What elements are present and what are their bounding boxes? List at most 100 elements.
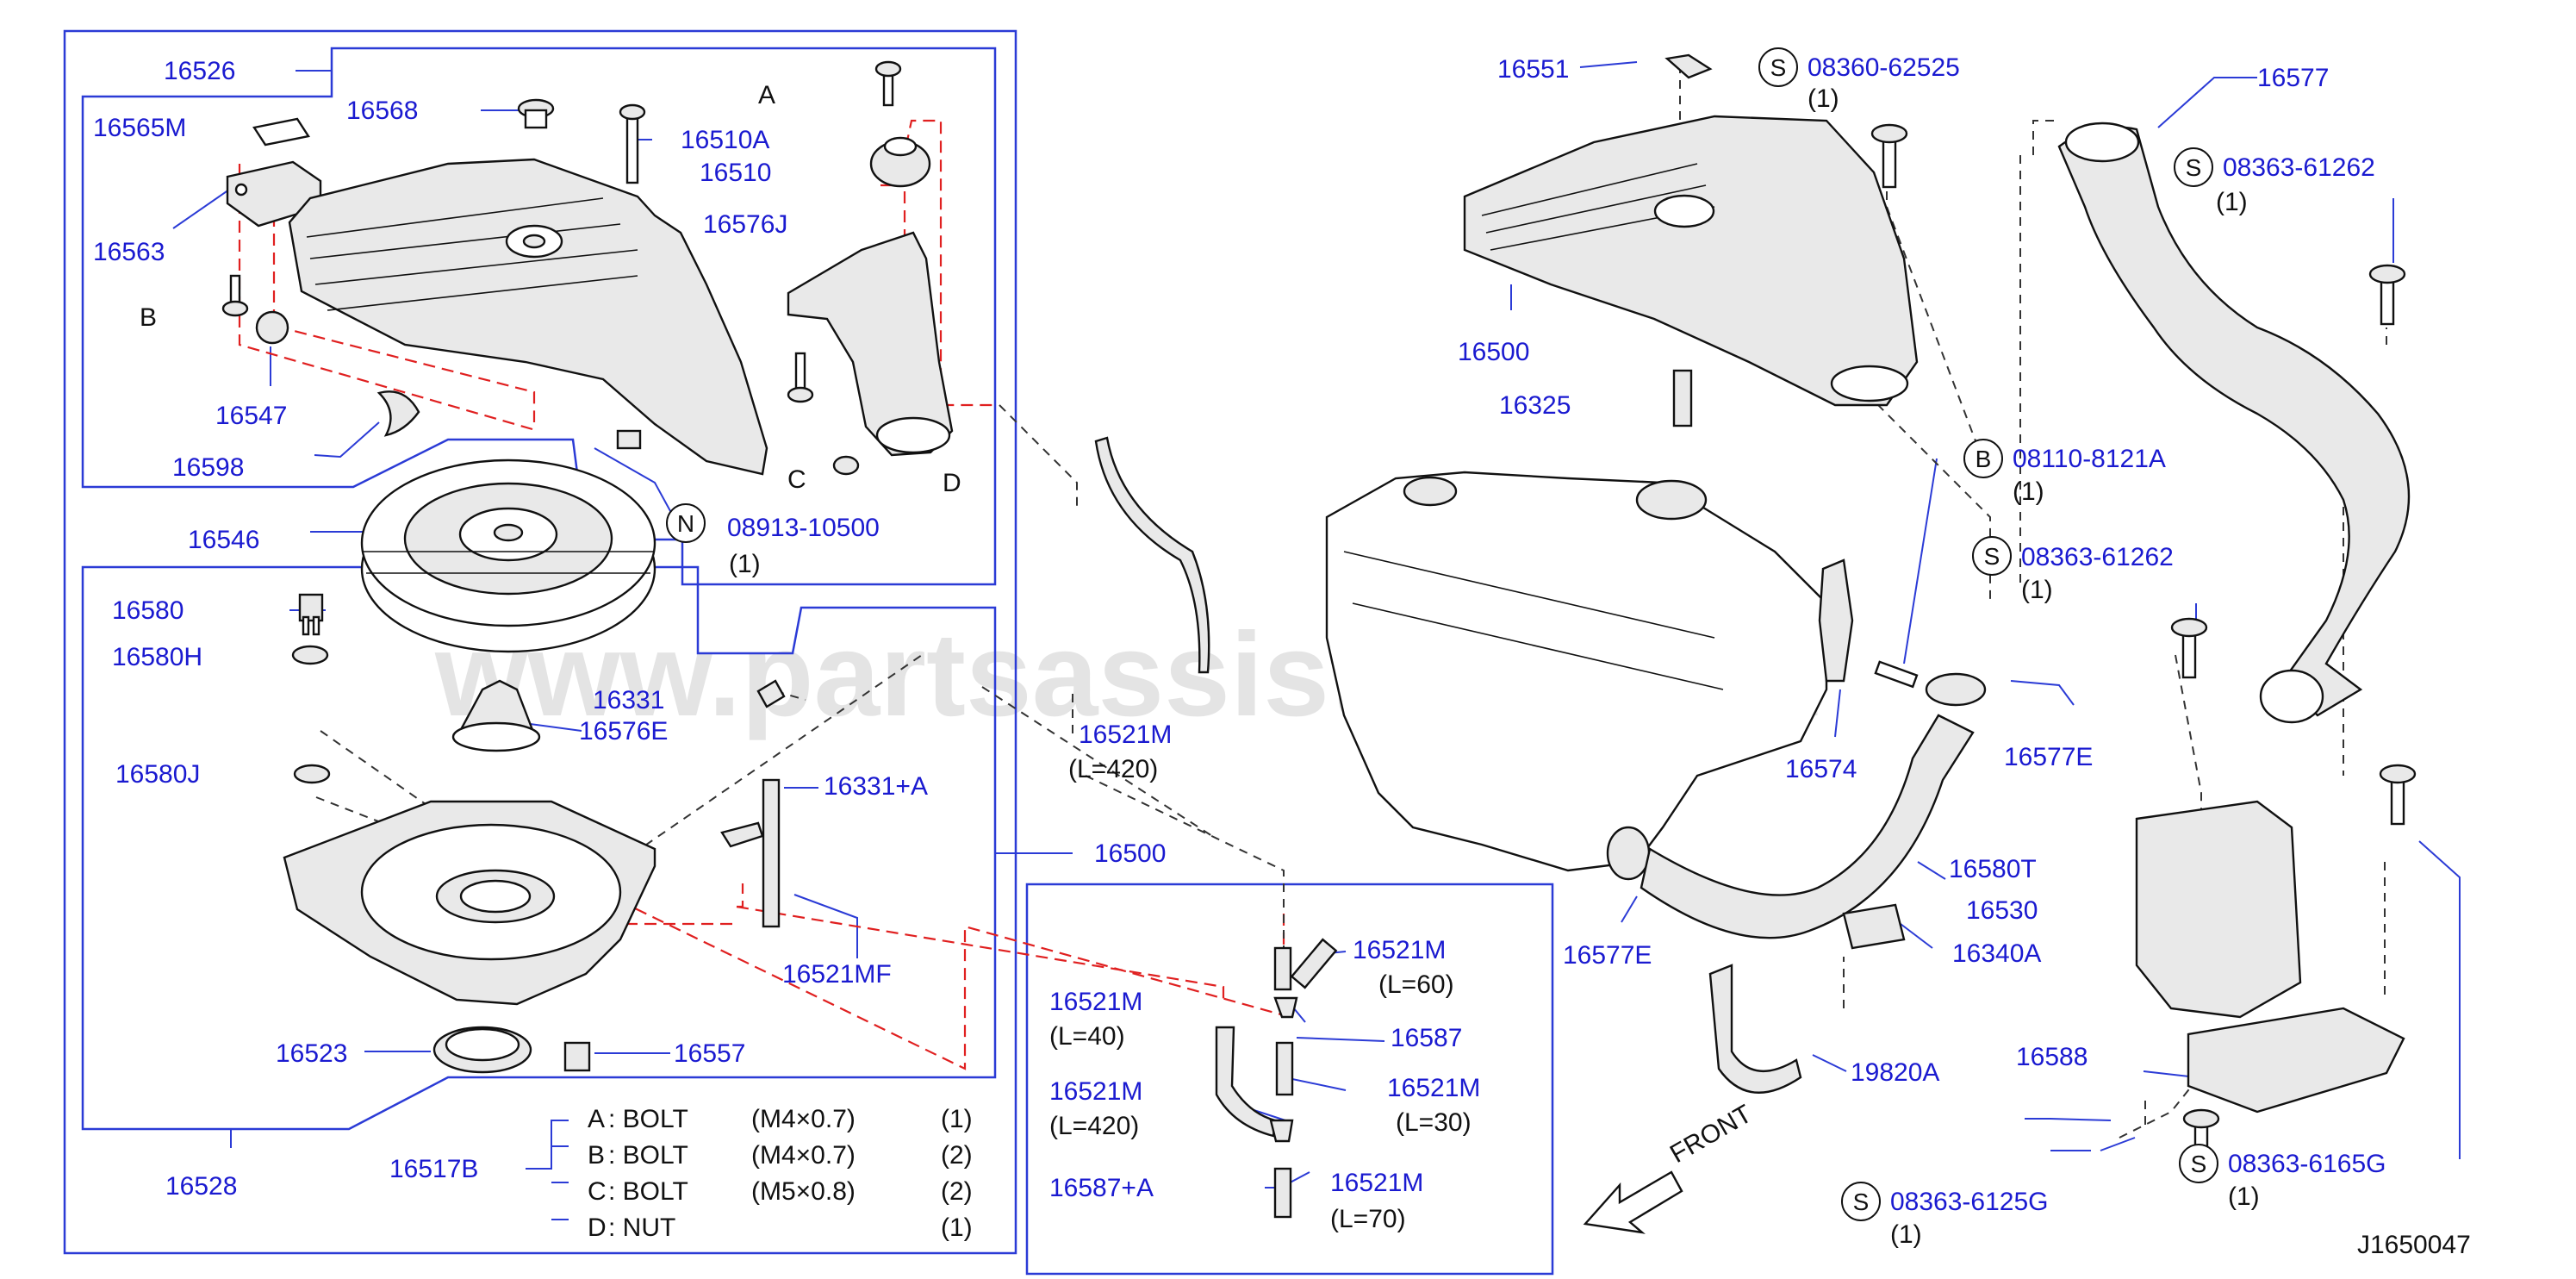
sensor-16325 xyxy=(1672,369,1693,427)
hose-16521MF xyxy=(762,778,781,928)
label-16517B: 16517B xyxy=(389,1155,478,1183)
label-16331A: 16331+A xyxy=(824,772,928,801)
label-16577: 16577 xyxy=(2257,64,2329,92)
filter-16546 xyxy=(360,459,656,653)
svg-text:: NUT: : NUT xyxy=(608,1213,675,1242)
circle-s-08363-b: S xyxy=(1984,543,2000,570)
bracket-16574 xyxy=(1818,558,1854,683)
hose-l30 xyxy=(1275,1041,1294,1096)
label-letter-a: A xyxy=(758,81,775,109)
grommet-16557 xyxy=(563,1041,591,1072)
hose-subassembly-parts xyxy=(1094,436,1338,1219)
fastener-legend: A : BOLT (M4×0.7) (1) B : BOLT (M4×0.7) … xyxy=(588,1105,973,1242)
label-16340A: 16340A xyxy=(1952,939,2041,968)
label-16526: 16526 xyxy=(164,57,235,85)
bolt-08110 xyxy=(1874,660,1919,689)
cover-upper xyxy=(288,158,768,476)
label-16576J: 16576J xyxy=(703,210,787,239)
label-16331: 16331 xyxy=(593,686,664,714)
svg-text:B: B xyxy=(588,1141,605,1170)
circle-s-08363-a: S xyxy=(2186,154,2202,181)
circle-b-08110: B xyxy=(1976,446,1992,472)
label-16563: 16563 xyxy=(93,238,165,266)
legend-row-d: D : NUT (1) xyxy=(588,1213,973,1242)
legend-row-a: A : BOLT (M4×0.7) (1) xyxy=(588,1105,973,1133)
seal-16580H xyxy=(291,645,329,665)
upper-assembly-parts xyxy=(221,60,954,476)
label-sub-16521M-60: 16521M xyxy=(1353,936,1446,964)
duct-16576J xyxy=(787,231,954,457)
label-sub-16521M-420: 16521M xyxy=(1049,1077,1142,1106)
pad-16565M xyxy=(252,117,310,147)
frames xyxy=(63,29,1554,1276)
label-sub-16521M-30-len: (L=30) xyxy=(1396,1108,1472,1137)
svg-text:: BOLT: : BOLT xyxy=(608,1177,688,1206)
circled-letters: S S B S S S N xyxy=(666,47,2218,1221)
label-sub-16521M-40: 16521M xyxy=(1049,988,1142,1016)
hose-16530 xyxy=(1640,714,1975,939)
joint-16587 xyxy=(1273,996,1298,1019)
label-08110: 08110-8121A xyxy=(2013,445,2166,473)
label-08363-61262-b-qty: (1) xyxy=(2021,576,2053,604)
label-sub-16521M-30: 16521M xyxy=(1387,1074,1480,1102)
clip-16331 xyxy=(756,679,786,708)
grommet-16547 xyxy=(255,310,289,345)
label-16325: 16325 xyxy=(1499,391,1571,420)
bracket-19820A xyxy=(1708,964,1802,1094)
nut-d xyxy=(832,455,860,476)
label-16580H: 16580H xyxy=(112,643,202,671)
label-16547: 16547 xyxy=(215,402,287,430)
circle-s-08360: S xyxy=(1770,54,1787,81)
label-08913-qty: (1) xyxy=(729,550,761,578)
screw-16510A xyxy=(625,110,639,184)
label-16580T: 16580T xyxy=(1949,855,2037,883)
label-sub-16587: 16587 xyxy=(1391,1024,1462,1052)
joint-16587A xyxy=(1269,1119,1294,1143)
label-08363-6125G-qty: (1) xyxy=(1890,1220,1922,1249)
air-cleaner-16500 xyxy=(1463,115,1919,407)
clamp-16577E-l xyxy=(1606,826,1651,881)
label-08363-6165G: 08363-6165G xyxy=(2228,1150,2386,1178)
label-16528: 16528 xyxy=(165,1172,237,1201)
clip-16598 xyxy=(376,390,420,437)
label-08363-6125G: 08363-6125G xyxy=(1890,1188,2049,1216)
svg-text:A: A xyxy=(588,1105,605,1133)
label-16500-b: 16500 xyxy=(1094,839,1166,868)
clamp-16331A xyxy=(720,821,764,848)
hose-l40 xyxy=(1273,946,1292,991)
svg-text:D: D xyxy=(588,1213,607,1242)
label-16551: 16551 xyxy=(1497,55,1569,84)
label-sub-16587A: 16587+A xyxy=(1049,1174,1154,1202)
bracket-16588 xyxy=(2187,1007,2405,1114)
label-08913: 08913-10500 xyxy=(727,514,880,542)
outer-frame xyxy=(63,29,1017,1255)
svg-text:: BOLT: : BOLT xyxy=(608,1105,688,1133)
label-sub-16521M-70-len: (L=70) xyxy=(1330,1205,1406,1233)
label-front: FRONT xyxy=(1665,1100,1757,1169)
duct-16577 xyxy=(2057,126,2411,717)
label-16523: 16523 xyxy=(276,1039,347,1068)
nut-08913 xyxy=(616,429,642,450)
label-16577E-r: 16577E xyxy=(2004,743,2093,771)
engine-block xyxy=(1325,471,1828,872)
label-16580: 16580 xyxy=(112,596,184,625)
clip-16551 xyxy=(1664,53,1713,79)
hose-l420-sub xyxy=(1215,1026,1277,1138)
circle-s-08363-6165G: S xyxy=(2191,1151,2207,1177)
label-16568: 16568 xyxy=(346,97,418,125)
label-08360-qty: (1) xyxy=(1808,84,1839,113)
label-16588: 16588 xyxy=(2016,1043,2088,1071)
label-08360: 08360-62525 xyxy=(1808,53,1960,82)
lower-assembly-parts xyxy=(283,593,786,1074)
label-16530: 16530 xyxy=(1966,896,2038,925)
label-sub-16521M-60-len: (L=60) xyxy=(1378,970,1454,999)
label-16521M-420-len: (L=420) xyxy=(1068,755,1158,783)
circle-s-08363-6125G: S xyxy=(1853,1189,1870,1215)
label-16580J: 16580J xyxy=(115,760,200,789)
label-16598: 16598 xyxy=(172,453,244,482)
svg-text:(M4×0.7): (M4×0.7) xyxy=(751,1105,856,1133)
svg-text:C: C xyxy=(588,1177,607,1206)
label-sub-16521M-70: 16521M xyxy=(1330,1169,1423,1197)
front-arrow xyxy=(1583,1170,1683,1234)
